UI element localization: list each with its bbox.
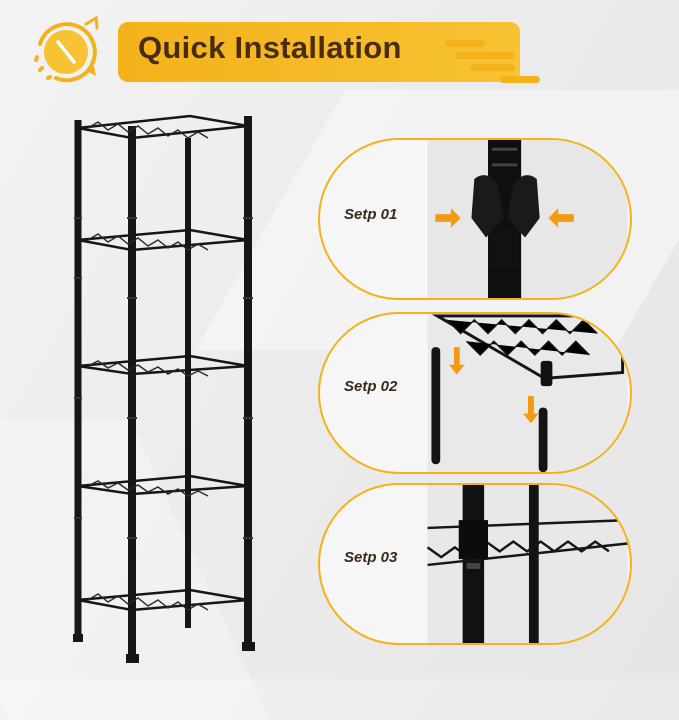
clock-arrow-icon [34,15,99,83]
step-1-panel: Setp 01 [318,138,632,300]
step-3-label: Setp 03 [344,549,398,566]
step-2-label: Setp 02 [344,378,398,395]
connector-clip-icon [427,140,628,298]
page-title: Quick Installation [138,30,402,65]
step-3-panel: Setp 03 [318,483,632,645]
speed-line [445,40,485,47]
wire-shelving-unit [73,114,255,663]
speed-line [470,64,515,71]
shelf-insertion-icon [427,314,628,472]
step-1-label: Setp 01 [344,206,398,223]
step-2-panel: Setp 02 [318,312,632,474]
header-banner [118,22,520,82]
speed-line [500,76,540,83]
assembled-corner-icon [426,485,628,643]
speed-line [455,52,515,59]
